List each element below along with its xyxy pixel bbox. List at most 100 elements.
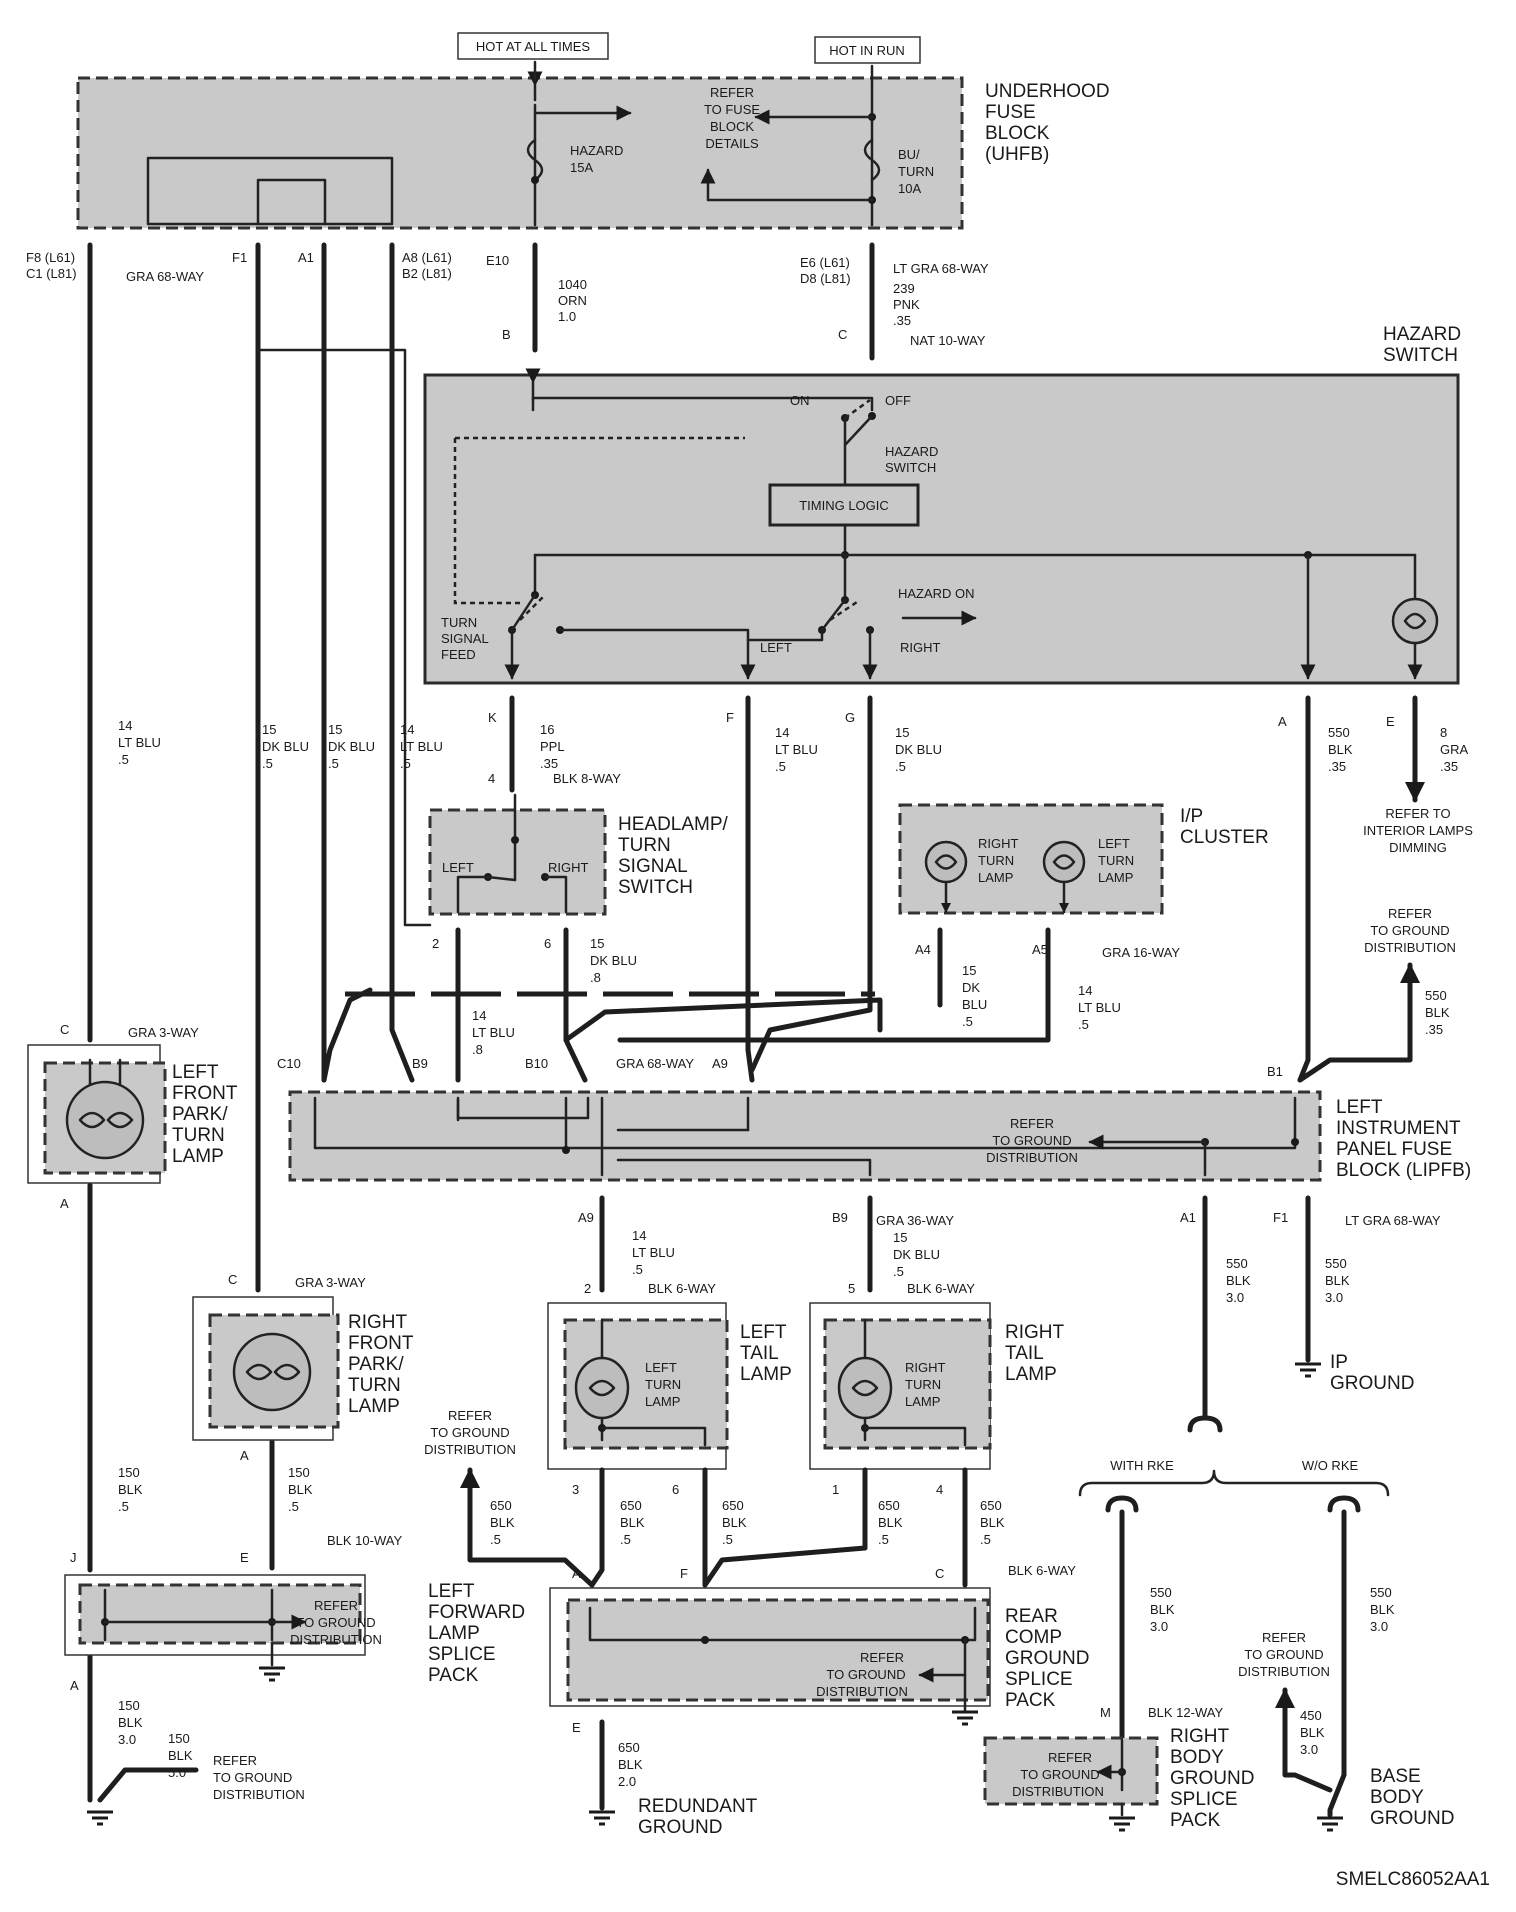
svg-text:FUSE: FUSE <box>985 102 1036 123</box>
svg-text:UNDERHOOD: UNDERHOOD <box>985 81 1110 102</box>
svg-text:DISTRIBUTION: DISTRIBUTION <box>290 1632 382 1647</box>
hazard-indicator-bulb <box>1391 597 1439 645</box>
svg-text:1: 1 <box>832 1482 839 1497</box>
svg-text:A1: A1 <box>298 250 314 265</box>
svg-text:TAIL: TAIL <box>1005 1343 1044 1364</box>
svg-text:B: B <box>502 327 511 342</box>
svg-text:REFER: REFER <box>448 1408 492 1423</box>
svg-text:F8 (L61): F8 (L61) <box>26 250 75 265</box>
svg-text:B2 (L81): B2 (L81) <box>402 266 452 281</box>
svg-text:BLK: BLK <box>980 1515 1005 1530</box>
svg-text:GROUND: GROUND <box>1005 1648 1089 1669</box>
svg-text:LEFT: LEFT <box>172 1062 219 1083</box>
svg-text:16: 16 <box>540 722 554 737</box>
svg-text:DISTRIBUTION: DISTRIBUTION <box>1012 1784 1104 1799</box>
svg-text:RIGHT: RIGHT <box>905 1360 946 1375</box>
svg-text:HAZARD: HAZARD <box>1383 324 1461 345</box>
svg-text:650: 650 <box>620 1498 642 1513</box>
svg-text:FRONT: FRONT <box>172 1083 238 1104</box>
left-tail-lamp-title: LEFT TAIL LAMP <box>740 1322 792 1385</box>
svg-text:15: 15 <box>893 1230 907 1245</box>
svg-text:550: 550 <box>1370 1585 1392 1600</box>
svg-text:.5: .5 <box>632 1262 643 1277</box>
main-wires <box>87 242 1425 1803</box>
svg-text:550: 550 <box>1325 1256 1347 1271</box>
svg-text:TURN: TURN <box>978 853 1014 868</box>
svg-text:LEFT: LEFT <box>760 640 792 655</box>
svg-text:2.0: 2.0 <box>618 1774 636 1789</box>
svg-text:4: 4 <box>488 771 495 786</box>
left-instrument-panel-fuse-block: REFER TO GROUND DISTRIBUTION <box>288 1090 1322 1182</box>
svg-text:15: 15 <box>328 722 342 737</box>
svg-text:550: 550 <box>1328 725 1350 740</box>
svg-text:TAIL: TAIL <box>740 1343 779 1364</box>
svg-text:.5: .5 <box>1078 1017 1089 1032</box>
svg-text:3: 3 <box>572 1482 579 1497</box>
uhfb-refer-3: BLOCK <box>710 119 754 134</box>
svg-text:BLK 8-WAY: BLK 8-WAY <box>553 771 621 786</box>
svg-text:A5: A5 <box>1032 942 1048 957</box>
left-front-lamp-title: LEFT FRONT PARK/ TURN LAMP <box>172 1062 238 1167</box>
svg-text:LAMP: LAMP <box>428 1623 480 1644</box>
svg-text:RIGHT: RIGHT <box>1005 1322 1065 1343</box>
svg-text:.35: .35 <box>1328 759 1346 774</box>
rear-splice-title: REAR COMP GROUND SPLICE PACK <box>1005 1606 1089 1711</box>
headlamp-turn-switch: 4 BLK 8-WAY LEFT RIGHT 2 6 15 DK BLU .8 … <box>428 771 637 1057</box>
svg-text:LT GRA 68-WAY: LT GRA 68-WAY <box>1345 1213 1441 1228</box>
redundant-ground-label: REDUNDANT GROUND <box>638 1796 758 1838</box>
svg-text:239: 239 <box>893 281 915 296</box>
svg-text:150: 150 <box>118 1698 140 1713</box>
hazard-switch-title: HAZARD SWITCH <box>1383 324 1461 366</box>
svg-text:C: C <box>935 1566 944 1581</box>
svg-text:GRA 16-WAY: GRA 16-WAY <box>1102 945 1180 960</box>
svg-text:TURN: TURN <box>348 1375 401 1396</box>
svg-text:SWITCH: SWITCH <box>1383 345 1458 366</box>
svg-text:B1: B1 <box>1267 1064 1283 1079</box>
svg-text:DK BLU: DK BLU <box>328 739 375 754</box>
svg-text:HEADLAMP/: HEADLAMP/ <box>618 814 729 835</box>
svg-text:SPLICE: SPLICE <box>1005 1669 1073 1690</box>
svg-text:650: 650 <box>980 1498 1002 1513</box>
right-tail-lamp: 5 BLK 6-WAY RIGHT TURN LAMP <box>809 1281 992 1470</box>
svg-text:COMP: COMP <box>1005 1627 1062 1648</box>
svg-text:DISTRIBUTION: DISTRIBUTION <box>1238 1664 1330 1679</box>
svg-text:I/P: I/P <box>1180 806 1203 827</box>
left-tail-lamp: 2 BLK 6-WAY LEFT TURN LAMP <box>547 1281 729 1470</box>
svg-text:DK BLU: DK BLU <box>893 1247 940 1262</box>
base-body-ground-title: BASE BODY GROUND <box>1370 1766 1454 1829</box>
svg-text:LAMP: LAMP <box>740 1364 792 1385</box>
svg-text:GROUND: GROUND <box>1330 1373 1414 1394</box>
diagram-code: SMELC86052AA1 <box>1336 1869 1490 1890</box>
svg-text:OFF: OFF <box>885 393 911 408</box>
svg-text:DK: DK <box>962 980 980 995</box>
svg-text:GRA 3-WAY: GRA 3-WAY <box>128 1025 199 1040</box>
svg-text:A1: A1 <box>1180 1210 1196 1225</box>
svg-text:LEFT: LEFT <box>645 1360 677 1375</box>
svg-text:REFER: REFER <box>1048 1750 1092 1765</box>
svg-text:.5: .5 <box>893 1264 904 1279</box>
svg-text:15: 15 <box>262 722 276 737</box>
hazard-pin-labels: K F G A E <box>488 710 1395 729</box>
svg-text:GRA 36-WAY: GRA 36-WAY <box>876 1213 954 1228</box>
svg-text:6: 6 <box>672 1482 679 1497</box>
svg-text:REDUNDANT: REDUNDANT <box>638 1796 758 1817</box>
svg-text:BLK: BLK <box>620 1515 645 1530</box>
svg-text:14: 14 <box>400 722 414 737</box>
svg-text:150: 150 <box>288 1465 310 1480</box>
svg-text:NAT 10-WAY: NAT 10-WAY <box>910 333 986 348</box>
svg-text:K: K <box>488 710 497 725</box>
svg-text:BODY: BODY <box>1170 1747 1224 1768</box>
svg-text:14: 14 <box>775 725 789 740</box>
svg-text:HOT AT ALL TIMES: HOT AT ALL TIMES <box>476 39 590 54</box>
svg-text:TURN: TURN <box>172 1125 225 1146</box>
svg-text:5: 5 <box>848 1281 855 1296</box>
svg-text:E: E <box>1386 714 1395 729</box>
svg-text:A: A <box>572 1566 581 1581</box>
uhfb-title: UNDERHOOD FUSE BLOCK (UHFB) <box>985 81 1110 165</box>
svg-text:BLK: BLK <box>1425 1005 1450 1020</box>
svg-text:E: E <box>572 1720 581 1735</box>
svg-text:.5: .5 <box>400 756 411 771</box>
svg-text:HAZARD ON: HAZARD ON <box>898 586 975 601</box>
rke-branch: WITH RKE W/O RKE 550 BLK 3.0 550 BLK 3.0… <box>1078 1458 1395 1832</box>
svg-text:8: 8 <box>1440 725 1447 740</box>
